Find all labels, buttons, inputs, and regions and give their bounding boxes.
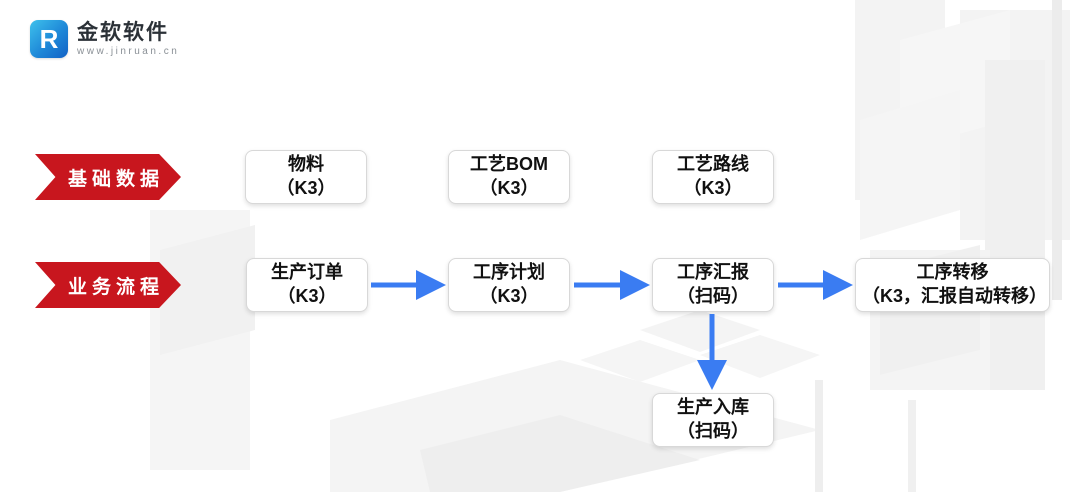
box-line2: （K3） [479,286,539,306]
box-line1: 工序计划 [473,262,545,283]
box-line2: （扫码） [677,421,749,441]
box-line2: （K3） [479,178,539,198]
brand-url: www.jinruan.cn [77,46,180,58]
box-line2: （K3，汇报自动转移） [862,286,1048,306]
box-line2: （K3） [683,178,743,198]
box-production-inbound-scan: 生产入库 （扫码） [652,393,774,447]
box-process-bom-k3: 工艺BOM （K3） [448,150,570,204]
box-line1: 生产入库 [677,397,749,418]
logo-icon: R [30,20,68,58]
box-material-k3: 物料 （K3） [245,150,367,204]
brand-name: 金软软件 [77,20,169,44]
box-process-route-k3: 工艺路线 （K3） [652,150,774,204]
box-line2: （K3） [276,178,336,198]
box-line1: 工序转移 [916,262,989,283]
box-line1: 物料 [288,154,324,175]
banner-process-flow: 业务流程 [35,262,181,308]
logo: R 金软软件 www.jinruan.cn [30,20,179,58]
box-line1: 生产订单 [271,262,343,283]
box-operation-transfer-k3: 工序转移 （K3，汇报自动转移） [855,258,1050,312]
box-production-order-k3: 生产订单 （K3） [246,258,368,312]
box-line1: 工艺BOM [470,154,548,175]
box-line1: 工序汇报 [677,262,749,283]
box-line2: （K3） [277,286,337,306]
box-line2: （扫码） [677,286,749,306]
box-line1: 工艺路线 [677,154,749,175]
box-operation-plan-k3: 工序计划 （K3） [448,258,570,312]
banner-basic-data: 基础数据 [35,154,181,200]
box-operation-report-scan: 工序汇报 （扫码） [652,258,774,312]
